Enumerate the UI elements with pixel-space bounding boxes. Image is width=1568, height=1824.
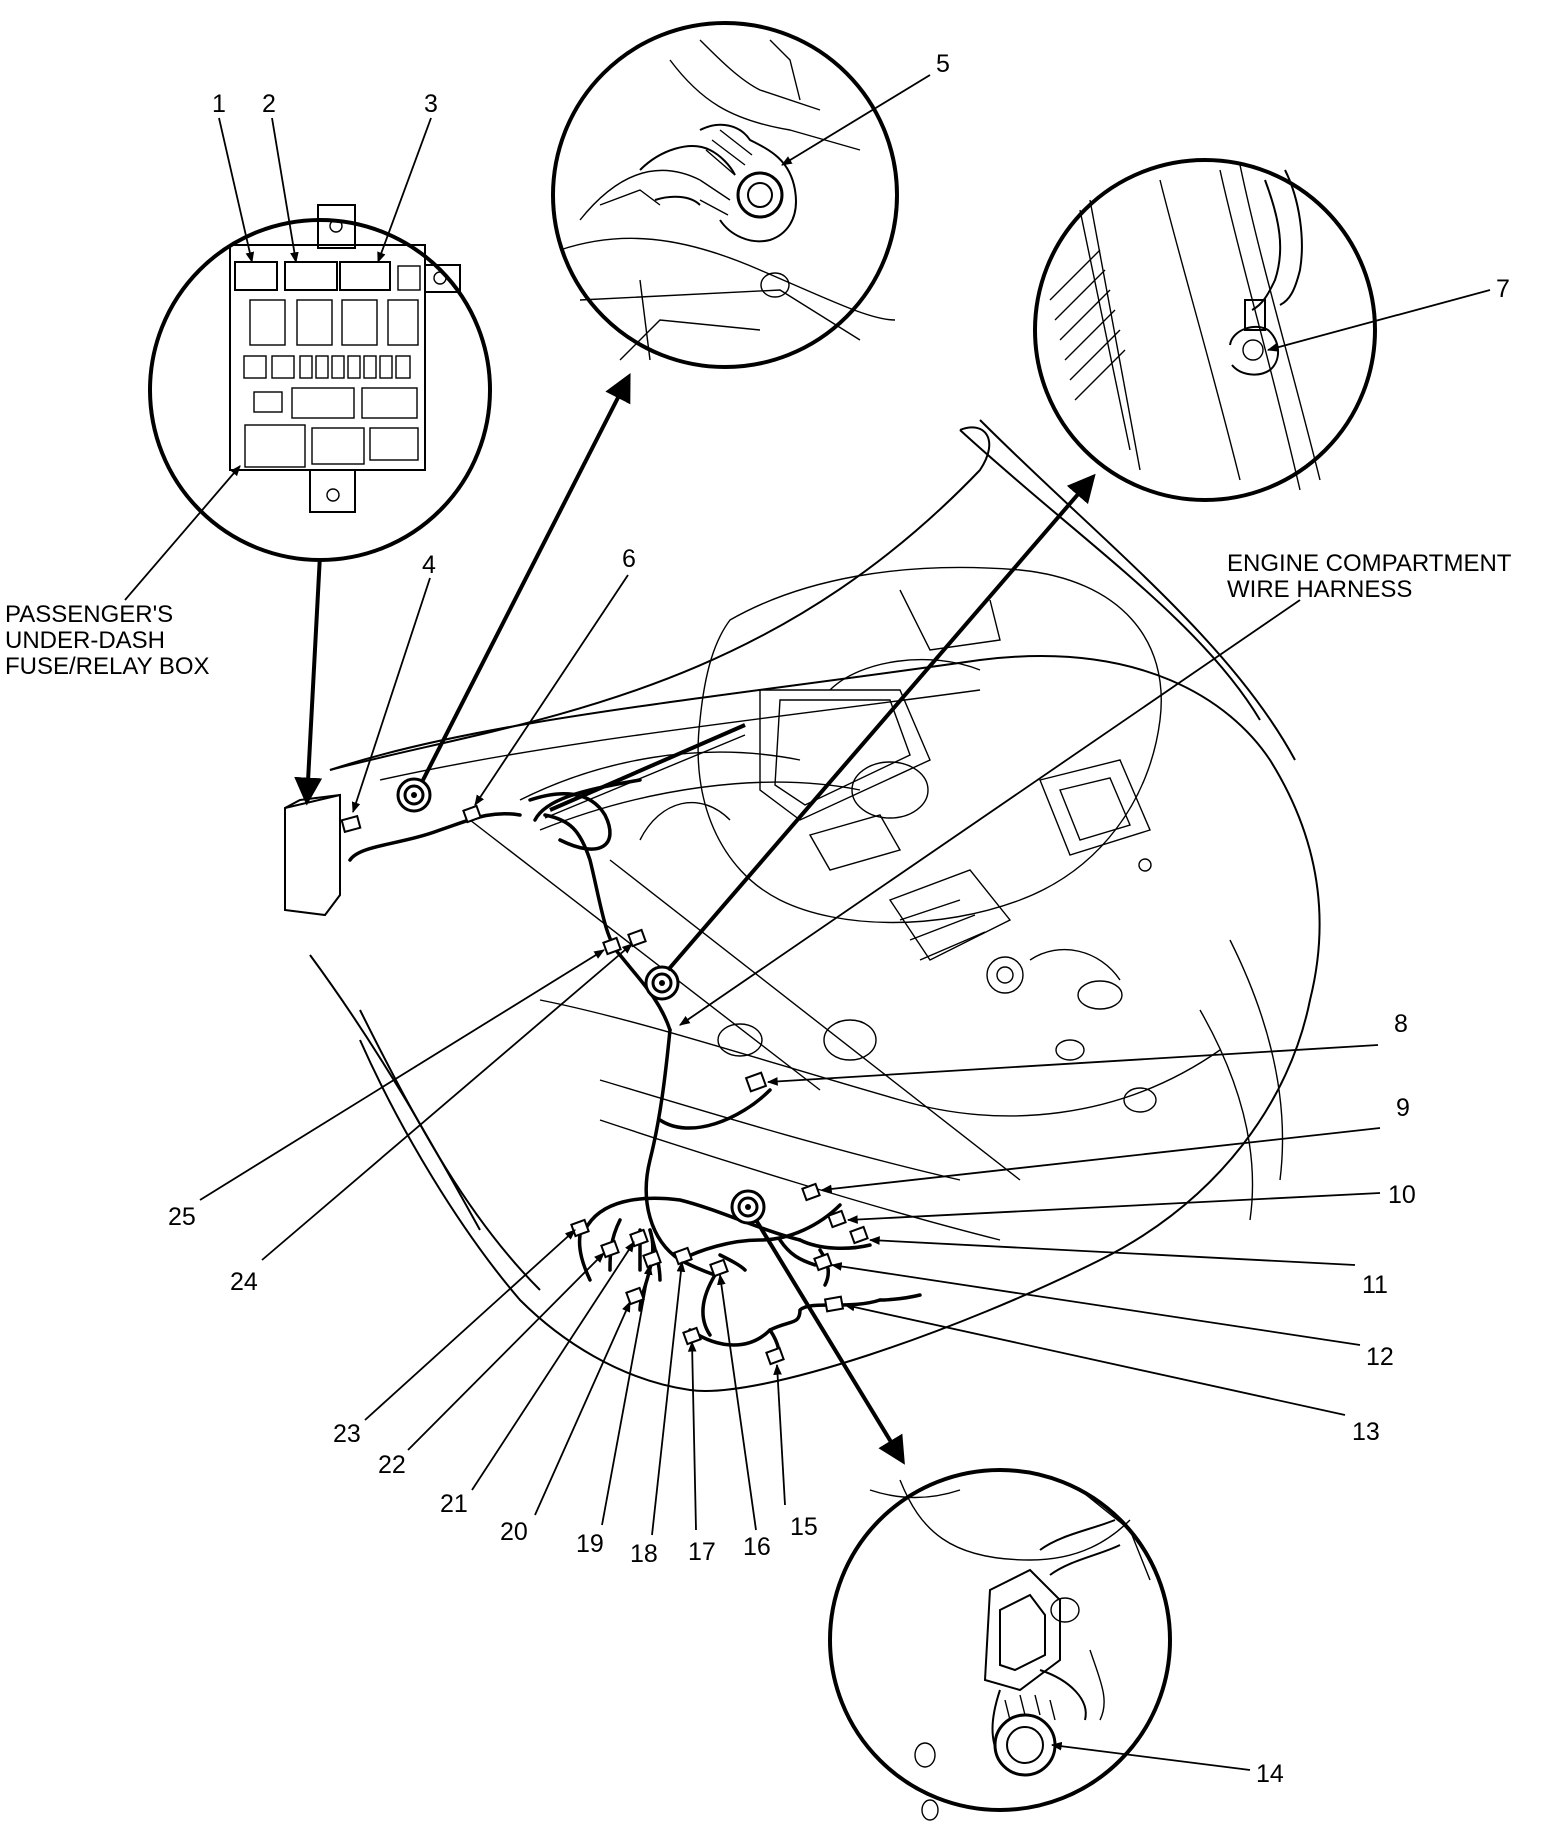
arrow-to-detail-14 bbox=[754, 1218, 905, 1465]
callout-2: 2 bbox=[262, 90, 276, 118]
connector-18 bbox=[673, 1246, 693, 1266]
connector-19 bbox=[642, 1249, 662, 1269]
arrow-to-detail-7 bbox=[666, 473, 1096, 972]
callout-20: 20 bbox=[500, 1518, 528, 1546]
connector-21 bbox=[629, 1228, 649, 1248]
connector-8 bbox=[744, 1071, 768, 1093]
callout-6: 6 bbox=[622, 545, 636, 573]
callout-19: 19 bbox=[576, 1530, 604, 1558]
callout-16: 16 bbox=[743, 1533, 771, 1561]
connector-4 bbox=[340, 814, 362, 834]
callout-numbers: 1 2 3 4 5 6 7 8 9 10 11 12 13 14 15 16 1… bbox=[168, 50, 1510, 1788]
arrow-to-detail-5 bbox=[420, 373, 631, 783]
connector-25 bbox=[602, 936, 622, 956]
connector-13 bbox=[823, 1295, 845, 1313]
engine-compartment-wire-harness bbox=[348, 723, 922, 1362]
fuse-box-label-line-2: UNDER-DASH bbox=[5, 627, 165, 654]
callout-22: 22 bbox=[378, 1451, 406, 1479]
connector-15 bbox=[765, 1346, 785, 1366]
callout-8: 8 bbox=[1394, 1010, 1408, 1038]
callout-5: 5 bbox=[936, 50, 950, 78]
connector-16 bbox=[709, 1258, 729, 1278]
connector-6 bbox=[462, 804, 482, 824]
callout-3: 3 bbox=[424, 90, 438, 118]
connector-11 bbox=[849, 1225, 869, 1245]
detail-fuse-relay-box bbox=[148, 204, 492, 562]
callout-17: 17 bbox=[688, 1538, 716, 1566]
connector-17 bbox=[682, 1326, 702, 1346]
ground-point-5 bbox=[396, 777, 432, 813]
callout-14: 14 bbox=[1256, 1760, 1284, 1788]
callout-15: 15 bbox=[790, 1513, 818, 1541]
callout-23: 23 bbox=[333, 1420, 361, 1448]
connector-24 bbox=[627, 928, 647, 948]
connector-9 bbox=[801, 1182, 821, 1202]
harness-connectors bbox=[340, 804, 869, 1366]
engine-block bbox=[639, 566, 1162, 1113]
fuse-box-label-line-1: PASSENGER'S bbox=[5, 601, 173, 628]
callout-9: 9 bbox=[1396, 1094, 1410, 1122]
fuse-box-label-line-3: FUSE/RELAY BOX bbox=[5, 653, 210, 680]
callout-21: 21 bbox=[440, 1490, 468, 1518]
callout-7: 7 bbox=[1496, 275, 1510, 303]
connector-20 bbox=[625, 1286, 645, 1306]
ground-point-7 bbox=[644, 965, 680, 1001]
connector-12 bbox=[813, 1252, 833, 1272]
arrow-to-fuse-box bbox=[294, 554, 323, 806]
vehicle-body-outline bbox=[309, 419, 1321, 1392]
detail-ground-5 bbox=[551, 21, 899, 369]
callout-18: 18 bbox=[630, 1540, 658, 1568]
harness-label-line-1: ENGINE COMPARTMENT bbox=[1227, 550, 1512, 577]
callout-12: 12 bbox=[1366, 1343, 1394, 1371]
harness-label-line-2: WIRE HARNESS bbox=[1227, 576, 1412, 603]
callout-4: 4 bbox=[422, 551, 436, 579]
callout-13: 13 bbox=[1352, 1418, 1380, 1446]
fuse-box-label: PASSENGER'S UNDER-DASH FUSE/RELAY BOX bbox=[5, 601, 210, 680]
ground-points bbox=[396, 777, 766, 1225]
connector-10 bbox=[827, 1209, 847, 1229]
detail-view-arrows bbox=[294, 373, 1096, 1465]
connector-23 bbox=[570, 1218, 590, 1238]
callout-24: 24 bbox=[230, 1268, 258, 1296]
ground-point-14 bbox=[730, 1189, 766, 1225]
harness-label: ENGINE COMPARTMENT WIRE HARNESS bbox=[1227, 550, 1512, 603]
connector-22 bbox=[600, 1239, 620, 1259]
callout-10: 10 bbox=[1388, 1181, 1416, 1209]
detail-ground-7 bbox=[1033, 158, 1377, 502]
callout-1: 1 bbox=[212, 90, 226, 118]
fuse-relay-box-body bbox=[284, 793, 341, 917]
callout-11: 11 bbox=[1362, 1271, 1388, 1299]
detail-ground-14 bbox=[828, 1468, 1172, 1821]
leader-lines bbox=[124, 74, 1491, 1771]
callout-25: 25 bbox=[168, 1203, 196, 1231]
